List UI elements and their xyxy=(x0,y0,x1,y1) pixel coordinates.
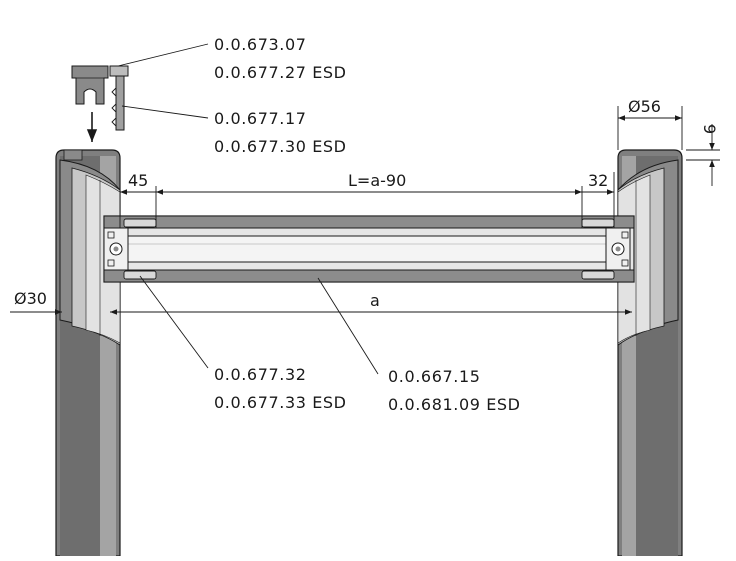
cross-beam xyxy=(103,215,635,283)
dimension-left-diameter: Ø30 xyxy=(14,289,47,308)
dimension-span: a xyxy=(370,291,380,310)
dimension-side-gap: 9 xyxy=(700,124,719,134)
leader-lines xyxy=(117,43,379,375)
left-post xyxy=(55,149,121,557)
part-number-label: 0.0.677.27 ESD xyxy=(214,63,347,82)
part-number-label: 0.0.677.30 ESD xyxy=(214,137,347,156)
dimension-right-offset: 32 xyxy=(588,171,608,190)
part-number-label: 0.0.677.32 xyxy=(214,365,307,384)
part-number-label: 0.0.667.15 xyxy=(388,367,481,386)
dimension-lines xyxy=(10,106,720,315)
part-number-label: 0.0.673.07 xyxy=(214,35,307,54)
dimension-left-offset: 45 xyxy=(128,171,148,190)
dimension-right-diameter: Ø56 xyxy=(628,97,661,116)
dimension-length: L=a-90 xyxy=(348,171,406,190)
dimension-labels: 45 L=a-90 32 a Ø30 Ø56 9 xyxy=(14,97,719,310)
part-number-label: 0.0.677.17 xyxy=(214,109,307,128)
clip-part xyxy=(109,65,129,131)
end-cap-part xyxy=(71,65,109,105)
part-number-label: 0.0.677.33 ESD xyxy=(214,393,347,412)
right-post xyxy=(617,149,683,557)
part-number-label: 0.0.681.09 ESD xyxy=(388,395,521,414)
part-labels: 0.0.673.07 0.0.677.27 ESD 0.0.677.17 0.0… xyxy=(214,35,521,414)
